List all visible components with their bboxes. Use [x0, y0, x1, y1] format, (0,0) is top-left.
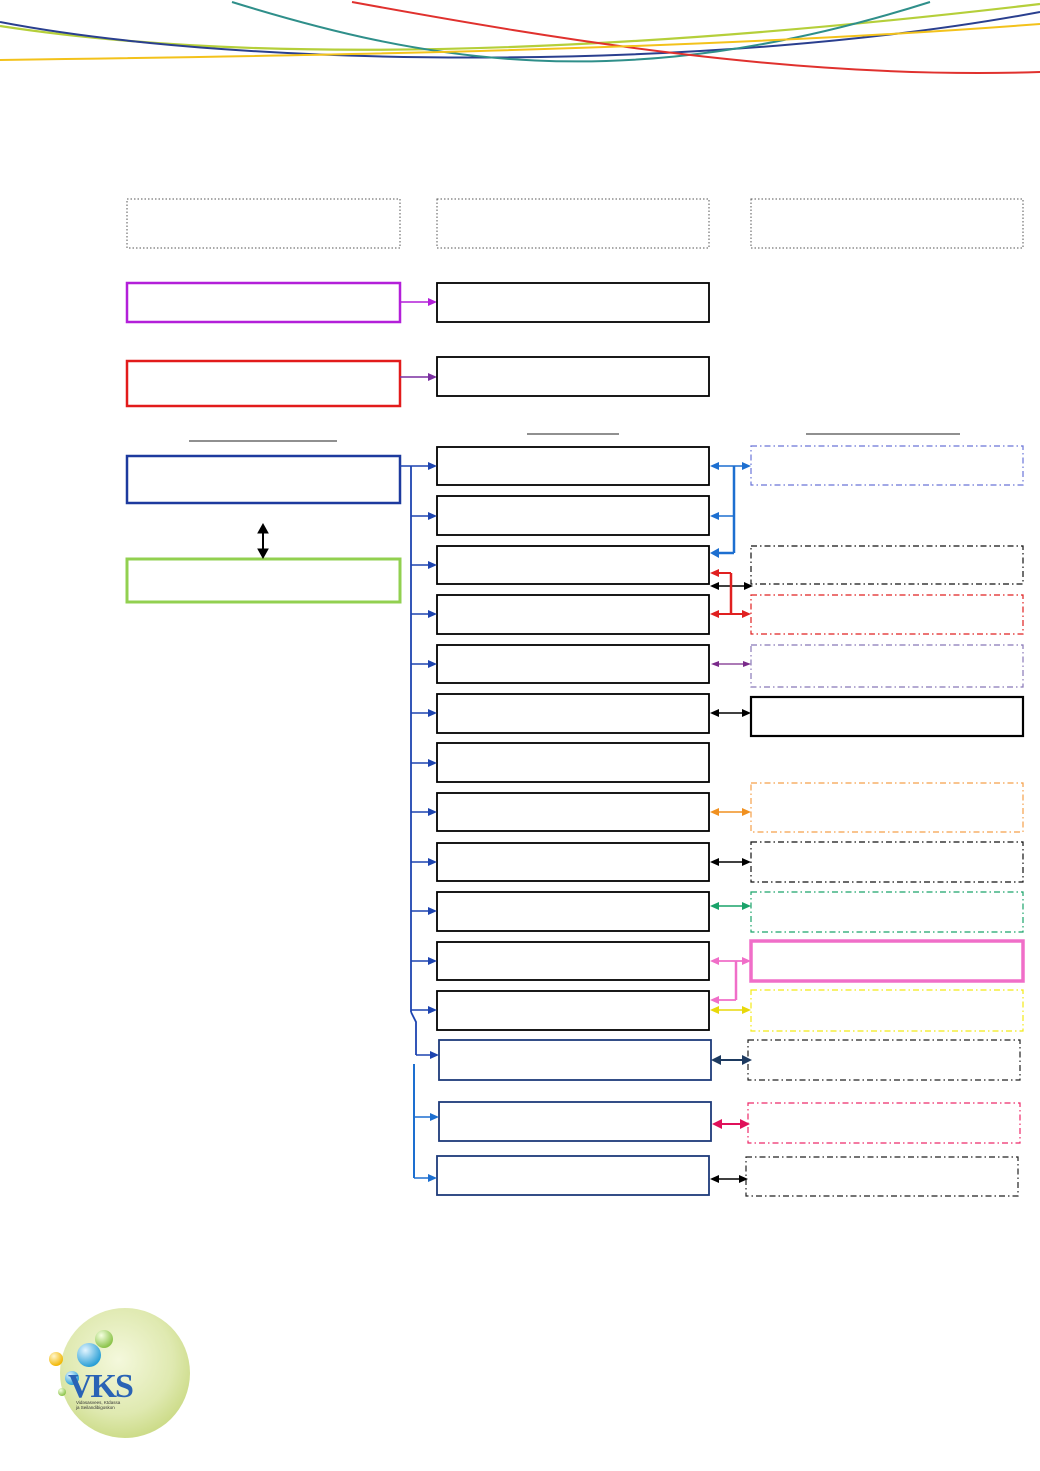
column-header-box	[750, 198, 1024, 249]
middle-box	[436, 792, 710, 832]
logo-ball-blue	[77, 1343, 101, 1367]
right-box	[750, 891, 1024, 933]
middle-box	[436, 446, 710, 486]
logo-text: VKS	[68, 1368, 133, 1405]
swoosh-yellow	[0, 23, 1040, 61]
middle-box	[436, 644, 710, 684]
top-connectors	[400, 298, 437, 381]
header-swooshes	[0, 1, 1040, 75]
right-box	[745, 1156, 1019, 1197]
middle-box	[436, 990, 710, 1031]
middle-box	[436, 545, 710, 585]
left-box	[125, 454, 402, 505]
middle-box	[436, 282, 710, 323]
logo-bubble	[60, 1308, 190, 1438]
left-double-arrow	[257, 522, 269, 560]
middle-box	[436, 693, 710, 734]
middle-box	[438, 1101, 712, 1142]
middle-box	[436, 742, 710, 783]
middle-box	[436, 842, 710, 882]
column-title-underlines	[189, 433, 960, 442]
middle-box	[436, 1155, 710, 1196]
middle-box	[436, 891, 710, 932]
right-box	[750, 545, 1024, 585]
bracket-connectors-lower	[413, 1064, 439, 1182]
middle-column	[436, 282, 712, 1196]
left-box	[125, 359, 402, 408]
right-connectors	[710, 462, 753, 1183]
right-box	[750, 644, 1024, 688]
logo-tagline: ja Seilandibigoskon	[75, 1405, 115, 1410]
middle-box	[436, 356, 710, 397]
right-box	[749, 939, 1025, 983]
logo-ball-green	[95, 1330, 113, 1348]
column-headers	[126, 198, 1024, 249]
right-box	[750, 782, 1024, 833]
middle-box	[436, 594, 710, 635]
right-box	[747, 1039, 1021, 1081]
right-box	[747, 1102, 1021, 1144]
logo-ball-yellow	[49, 1352, 63, 1366]
middle-box	[436, 495, 710, 536]
right-box	[749, 695, 1025, 738]
swoosh-teal	[231, 1, 931, 63]
logo-ball-cyan	[65, 1371, 79, 1385]
bracket-connectors	[400, 462, 439, 1059]
right-box	[750, 841, 1024, 883]
column-header-box	[436, 198, 710, 249]
right-box	[750, 989, 1024, 1032]
middle-box	[436, 941, 710, 981]
logo-ball-small	[58, 1388, 66, 1396]
left-box	[125, 281, 402, 324]
right-box	[750, 594, 1024, 635]
right-box	[750, 445, 1024, 486]
vks-logo: VKS Vidəsasvees, Ktdassa ja Seilandibigo…	[49, 1308, 190, 1438]
logo-tagline: Vidəsasvees, Ktdassa	[76, 1400, 121, 1405]
left-column	[125, 281, 402, 604]
column-header-box	[126, 198, 401, 249]
right-column	[745, 445, 1025, 1197]
left-box	[125, 557, 402, 604]
middle-box	[438, 1039, 712, 1081]
swoosh-red	[351, 1, 1040, 75]
